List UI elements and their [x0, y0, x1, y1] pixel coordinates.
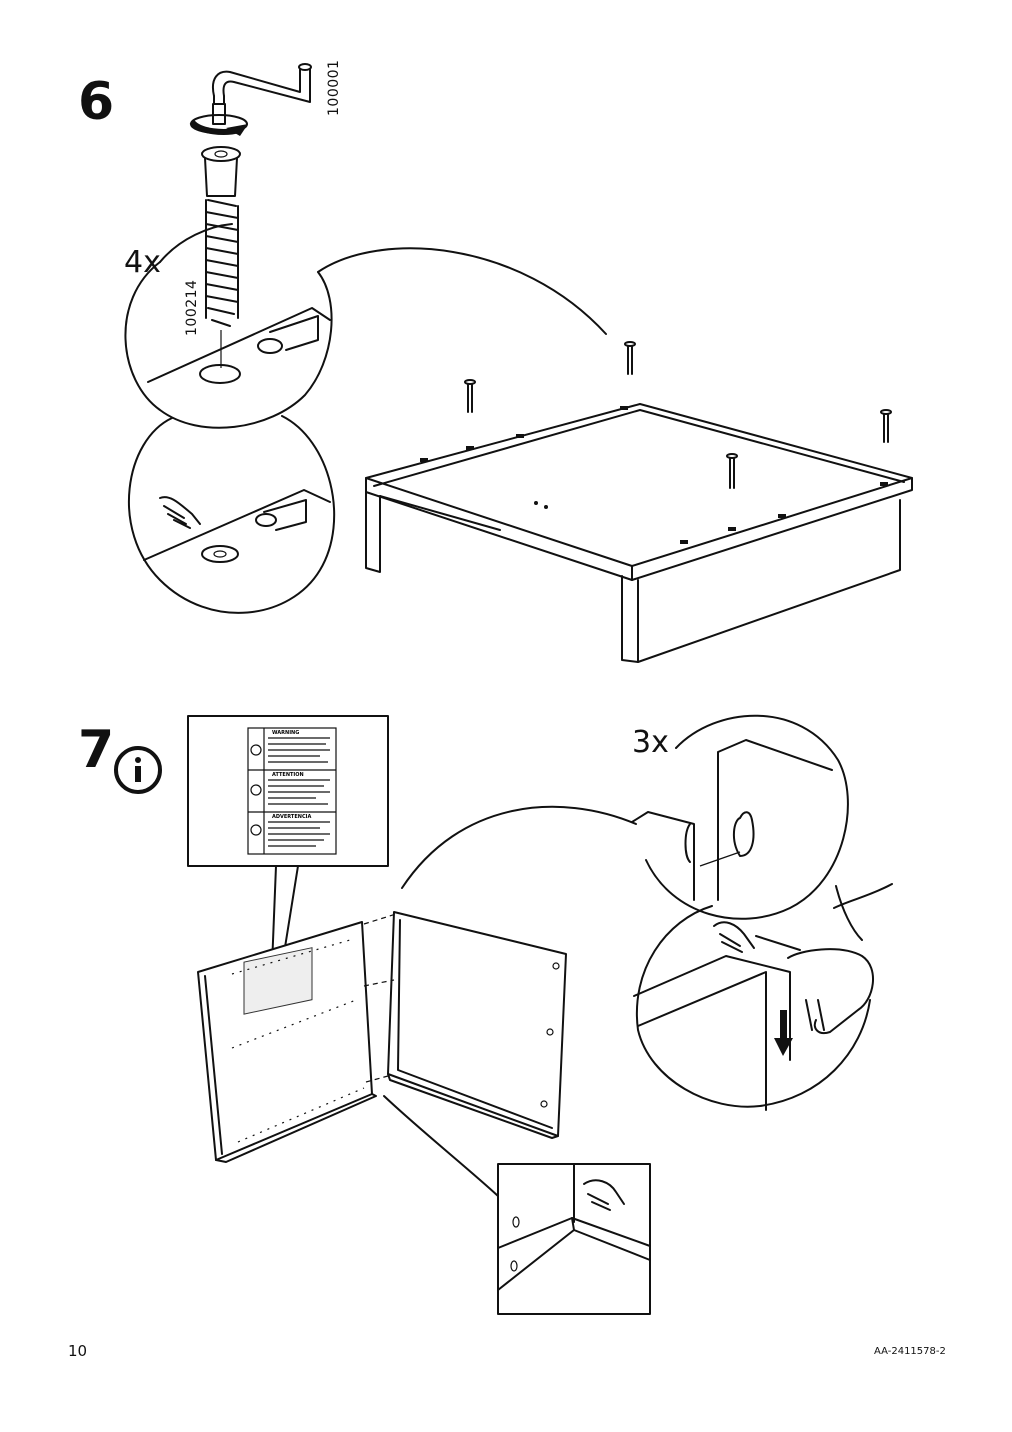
detail-circle-hinge — [631, 714, 849, 920]
detail-circle-bottom — [128, 415, 336, 614]
base-frame — [365, 403, 913, 663]
step-6-number: 6 — [78, 72, 115, 132]
warning-heading: WARNING — [272, 730, 299, 736]
pointing-hand-icon — [583, 1179, 625, 1211]
info-icon — [114, 746, 162, 794]
pointing-hand-icon — [159, 496, 201, 529]
back-panel — [197, 921, 377, 1163]
front-panel — [387, 911, 567, 1139]
screws-set — [464, 341, 892, 489]
step-7-quantity: 3x — [632, 725, 669, 760]
screw-icon — [201, 146, 241, 368]
attention-heading: ATTENTION — [272, 772, 304, 778]
rotate-arrow-icon — [189, 114, 248, 136]
document-id: AA-2411578-2 — [874, 1346, 946, 1357]
advertencia-heading: ADVERTENCIA — [272, 814, 311, 820]
page-number: 10 — [68, 1342, 88, 1360]
detail-box-corner — [497, 1163, 651, 1315]
down-arrow-icon — [774, 1010, 793, 1056]
detail-circle-top — [124, 223, 607, 429]
step-6-quantity: 4x — [124, 245, 161, 280]
pointing-hand-icon — [713, 921, 755, 953]
step-7-number: 7 — [78, 720, 115, 780]
detail-circle-press — [633, 905, 871, 1111]
warning-label-box — [187, 715, 389, 967]
hand-press — [787, 883, 893, 1034]
